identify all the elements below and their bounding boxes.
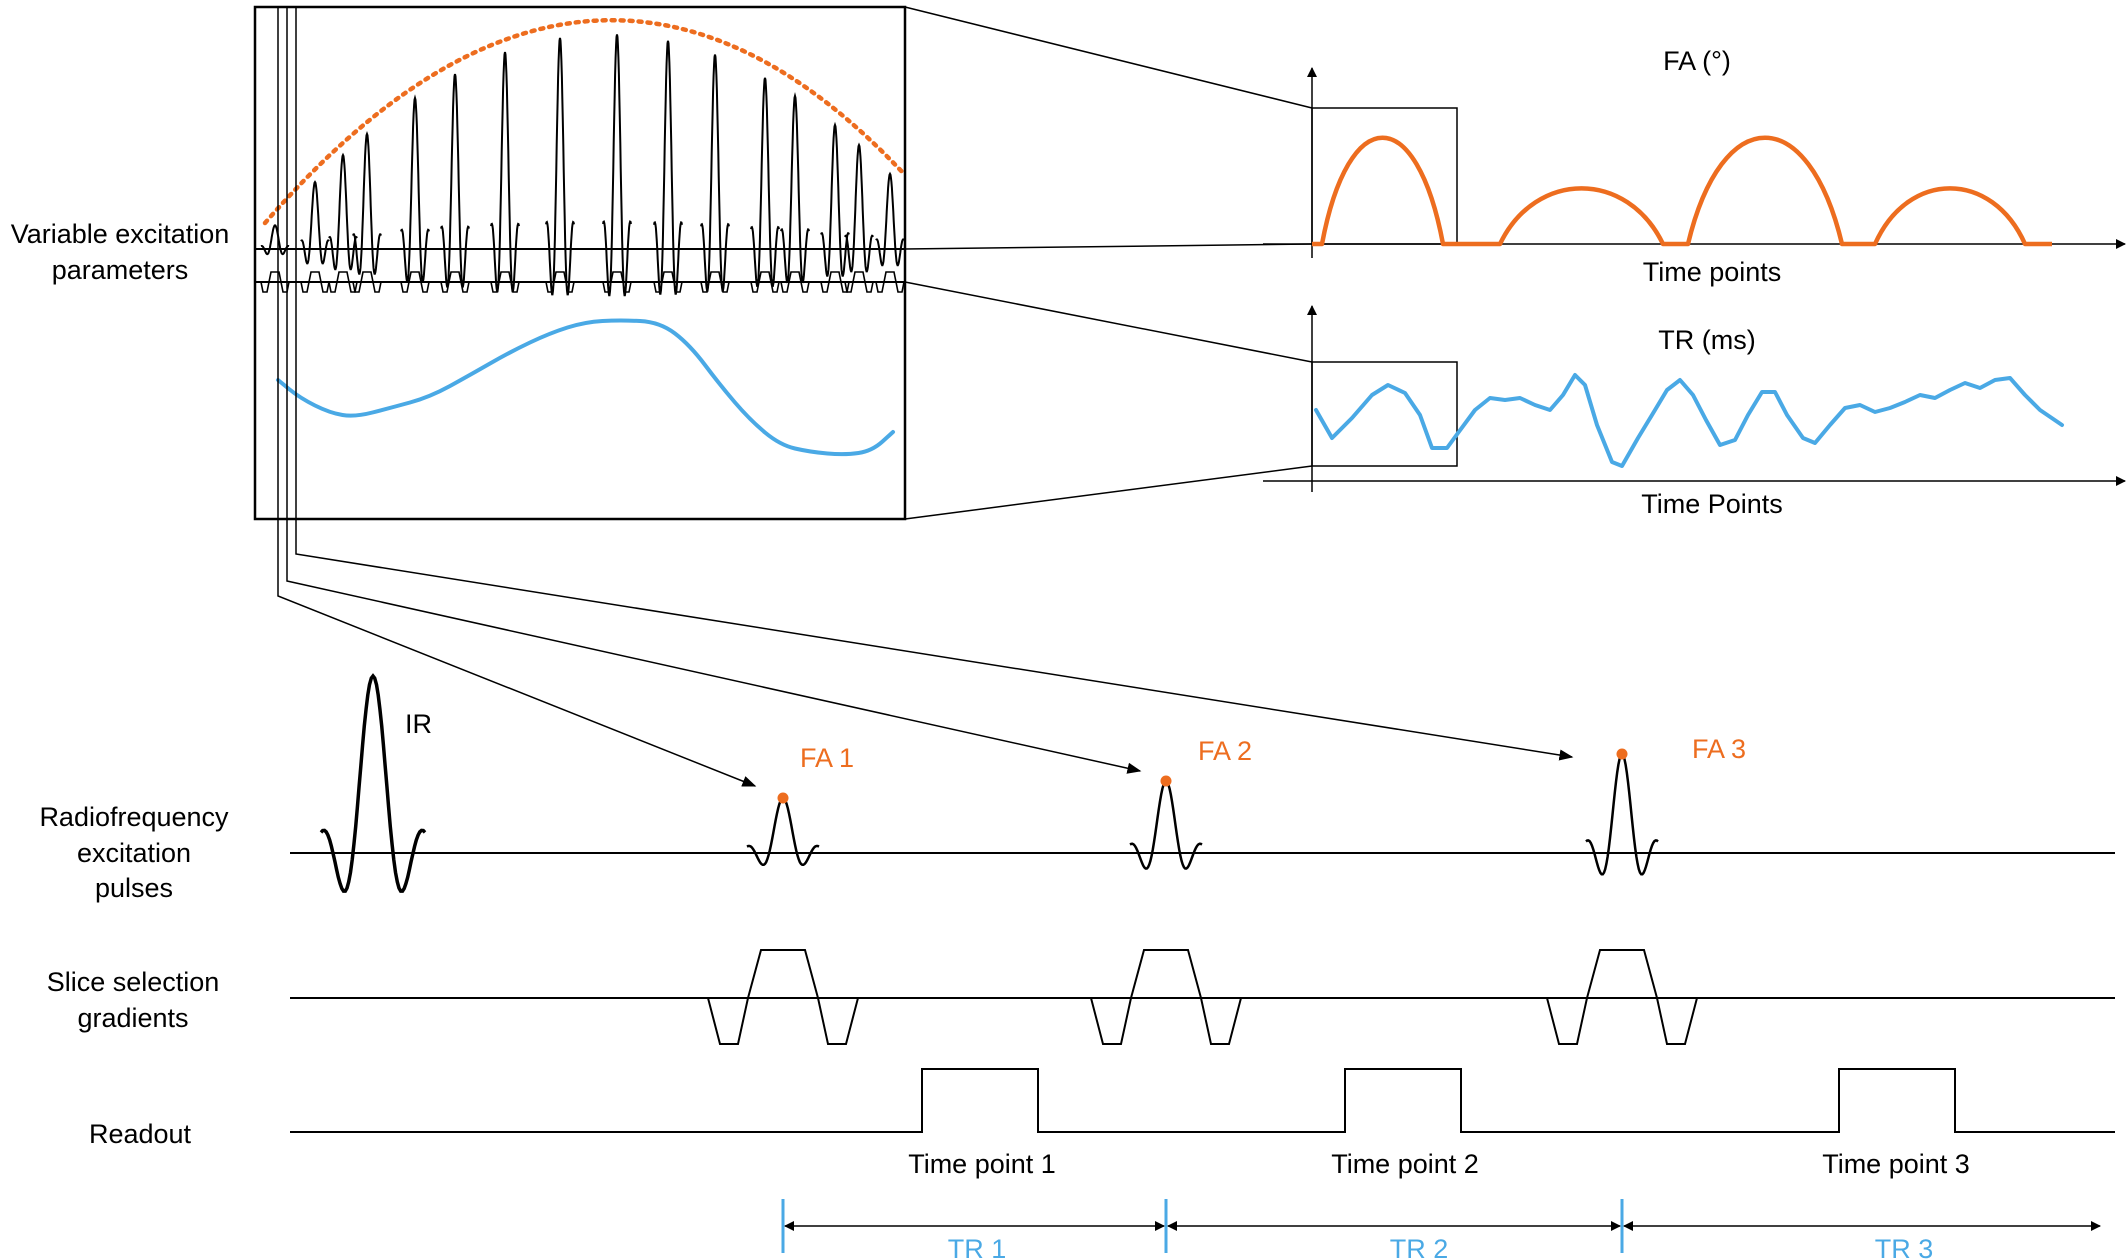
time-point-2-label: Time point 2 [1331,1149,1479,1179]
inset-rf-spike [400,94,430,283]
inset-rf-spike [653,40,683,295]
inset-rf-spike [844,142,874,273]
inset-rf-spike [750,77,780,288]
inset-rf-spike [780,91,810,284]
tr-curve [1314,373,2064,468]
tr-intervals: TR 1 TR 2 TR 3 [781,1199,2101,1259]
inset-gradient-block [700,271,730,293]
inset-gradient-block [328,271,358,293]
rf-label-3: pulses [95,873,173,903]
inset-rf-spike [328,152,358,271]
connector-fa-top [904,6,1313,109]
rf-row: IR [290,673,2115,893]
fa-1-label: FA 1 [800,743,854,773]
fa-peak-marker-3 [1616,748,1628,760]
inset-gradient-block [602,271,632,293]
inset-gradient-block [875,271,905,293]
fa-peak-marker-1 [777,792,789,804]
slice-gradient-3 [1546,949,1698,1045]
tr-plot-xlabel: Time Points [1641,489,1783,519]
fa-plot-xlabel: Time points [1643,257,1782,287]
inset-gradient-block [440,271,470,293]
tr-2-label: TR 2 [1390,1234,1449,1259]
ir-pulse [319,673,427,893]
parameter-inset-panel [253,5,908,521]
connector-tr-bottom [904,465,1313,520]
readout-waveform [290,1068,2115,1133]
slice-gradients [707,949,1698,1045]
inset-rf-spike [602,34,632,297]
tr-zoom-box [1311,361,1458,467]
fa-2-label: FA 2 [1198,736,1252,766]
rf-excitation-pulses [746,748,1659,876]
connector-tr-top [904,281,1313,363]
inset-gradient-block [545,271,575,293]
tr-1-label: TR 1 [948,1234,1007,1259]
time-point-1-label: Time point 1 [908,1149,1056,1179]
fa-plot: FA (°) Time points [1263,46,2126,287]
inset-rf-spike [490,51,520,293]
rf-pulse-1 [746,796,820,867]
inset-gradient-block [400,271,430,293]
flip-angle-envelope-dotted [262,17,908,226]
inset-rf-spike [700,54,730,292]
connector-fa-bottom [904,243,1313,250]
readout-row [290,1068,2115,1133]
fa-3-label: FA 3 [1692,734,1746,764]
slice-gradient-2 [1090,949,1242,1045]
inset-rf-spike [440,73,470,288]
inset-rf-spike [820,121,850,277]
inset-gradient-block [844,271,874,293]
slice-label-1: Slice selection [47,967,220,997]
inset-rf-spike [260,224,290,256]
inset-gradient-block [750,271,780,293]
variable-excitation-label-2: parameters [52,255,189,285]
inset-rf-spike [352,131,382,275]
inset-gradient-block [490,271,520,293]
tr-plot: TR (ms) Time Points [1263,305,2126,519]
slice-row [290,949,2115,1045]
inset-gradient-block [820,271,850,293]
zoom-connectors [904,6,1313,520]
rf-label-2: excitation [77,838,191,868]
tr-3-label: TR 3 [1875,1234,1934,1259]
inset-gradient-block [352,271,382,293]
rf-label-1: Radiofrequency [39,802,229,832]
inset-gradient-block [780,271,810,293]
lead-lines [277,7,1574,787]
lead-line-fa1 [277,7,757,787]
fa-plot-title: FA (°) [1663,46,1731,76]
inset-tr-curve [276,318,895,457]
inset-rf-spike [875,171,905,267]
time-point-3-label: Time point 3 [1822,1149,1970,1179]
fa-zoom-box [1311,107,1458,245]
inset-frame [253,5,907,521]
inset-gradient-block [300,271,330,293]
slice-gradient-1 [707,949,859,1045]
rf-pulse-2 [1129,779,1203,870]
rf-pulse-3 [1585,752,1659,876]
inset-rf-spike [300,180,330,265]
tr-plot-title: TR (ms) [1658,325,1755,355]
fa-curve [1312,135,2052,247]
lead-line-fa3 [295,7,1574,761]
inset-rf-spike [545,37,575,296]
lead-line-fa2 [286,7,1142,774]
inset-gradient-blocks [260,271,905,293]
inset-gradient-block [260,271,290,293]
ir-label: IR [405,709,432,739]
inset-gradient-block [653,271,683,293]
fa-peak-marker-2 [1160,775,1172,787]
readout-label: Readout [89,1119,192,1149]
inset-rf-spikes [260,34,905,297]
variable-excitation-label-1: Variable excitation [11,219,230,249]
slice-label-2: gradients [77,1003,188,1033]
